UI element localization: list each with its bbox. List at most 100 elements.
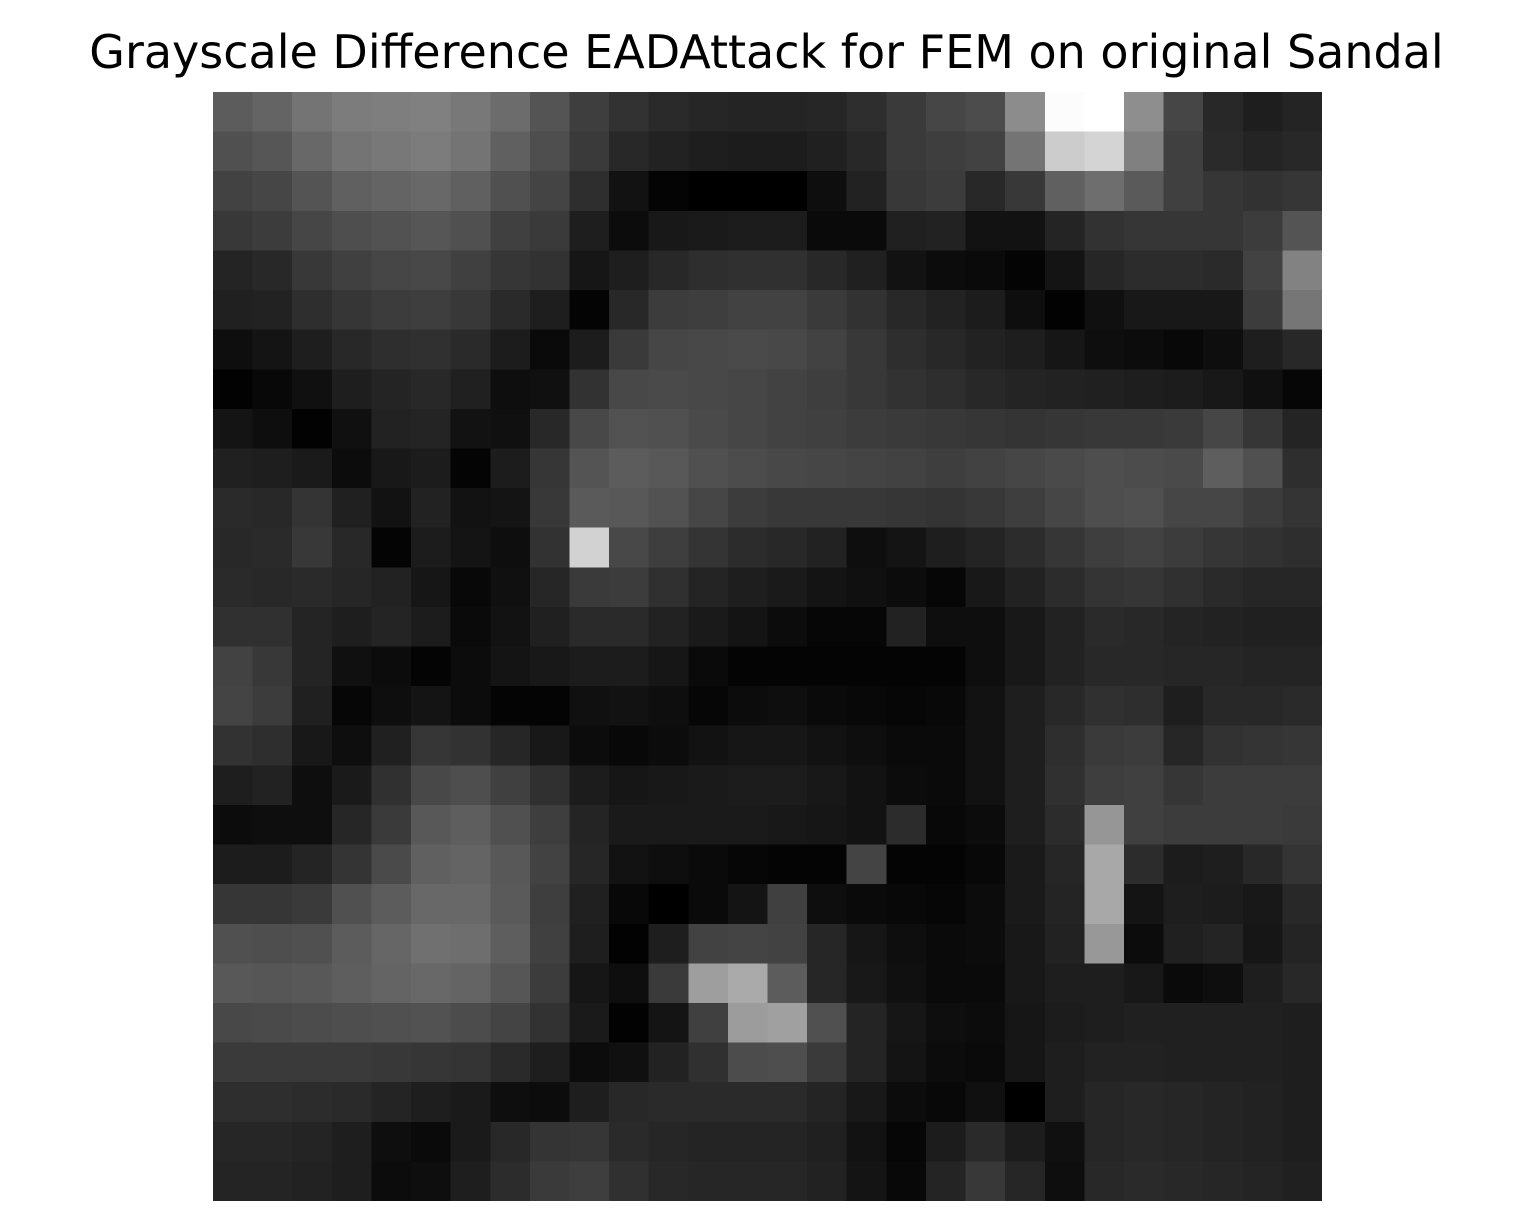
heatmap-cell-r18-c10	[609, 804, 650, 846]
heatmap-cell-r2-c14	[767, 171, 808, 212]
heatmap-cell-r2-c12	[688, 171, 729, 212]
heatmap-cell-r26-c4	[371, 1121, 412, 1162]
heatmap-cell-r11-c24	[1163, 527, 1204, 568]
heatmap-cell-r8-c3	[331, 408, 373, 450]
heatmap-cell-r8-c26	[1242, 408, 1283, 450]
heatmap-cell-r15-c10	[609, 686, 650, 727]
heatmap-cell-r12-c14	[767, 567, 808, 608]
heatmap-cell-r11-c21	[1044, 527, 1085, 568]
heatmap-cell-r7-c19	[965, 369, 1006, 410]
heatmap-cell-r22-c26	[1242, 963, 1283, 1004]
heatmap-cell-r21-c25	[1203, 923, 1244, 964]
heatmap-cell-r22-c12	[688, 963, 729, 1004]
heatmap-cell-r25-c16	[846, 1082, 887, 1123]
heatmap-cell-r6-c6	[450, 329, 491, 370]
heatmap-cell-r1-c21	[1044, 131, 1085, 172]
heatmap-cell-r5-c24	[1163, 290, 1204, 331]
heatmap-cell-r14-c12	[688, 646, 729, 687]
heatmap-cell-r8-c25	[1203, 408, 1244, 450]
heatmap-cell-r22-c3	[331, 963, 373, 1004]
heatmap-cell-r14-c2	[292, 646, 333, 687]
heatmap-cell-r2-c15	[807, 171, 848, 212]
heatmap-cell-r20-c23	[1123, 884, 1165, 925]
heatmap-cell-r18-c20	[1005, 804, 1046, 846]
heatmap-cell-r1-c17	[886, 131, 927, 172]
heatmap-cell-r16-c4	[371, 725, 412, 766]
heatmap-cell-r27-c17	[886, 1161, 927, 1201]
heatmap-cell-r16-c0	[213, 725, 254, 766]
heatmap-cell-r8-c11	[648, 408, 689, 450]
heatmap-cell-r3-c22	[1084, 210, 1125, 252]
heatmap-cell-r24-c6	[450, 1042, 491, 1083]
heatmap-cell-r6-c0	[213, 329, 254, 370]
heatmap-cell-r21-c5	[411, 923, 452, 964]
heatmap-cell-r18-c16	[846, 804, 887, 846]
heatmap-cell-r7-c21	[1044, 369, 1085, 410]
heatmap-cell-r17-c17	[886, 765, 927, 806]
heatmap-cell-r20-c8	[529, 884, 571, 925]
heatmap-cell-r0-c25	[1203, 92, 1244, 133]
heatmap-cell-r12-c22	[1084, 567, 1125, 608]
heatmap-cell-r22-c9	[569, 963, 610, 1004]
heatmap-cell-r14-c27	[1282, 646, 1322, 687]
heatmap-cell-r13-c4	[371, 606, 412, 648]
heatmap-cell-r2-c8	[529, 171, 571, 212]
heatmap-cell-r19-c15	[807, 844, 848, 885]
heatmap-cell-r10-c7	[490, 488, 531, 529]
heatmap-cell-r21-c15	[807, 923, 848, 964]
heatmap-cell-r7-c15	[807, 369, 848, 410]
heatmap-cell-r4-c7	[490, 250, 531, 291]
heatmap-cell-r19-c18	[925, 844, 967, 885]
heatmap-cell-r11-c26	[1242, 527, 1283, 568]
heatmap-cell-r21-c19	[965, 923, 1006, 964]
heatmap-cell-r27-c13	[727, 1161, 769, 1201]
heatmap-cell-r7-c5	[411, 369, 452, 410]
heatmap-cell-r15-c1	[252, 686, 293, 727]
heatmap-cell-r11-c23	[1123, 527, 1165, 568]
heatmap-cell-r25-c6	[450, 1082, 491, 1123]
heatmap-cell-r12-c18	[925, 567, 967, 608]
heatmap-cell-r16-c7	[490, 725, 531, 766]
heatmap-cell-r9-c25	[1203, 448, 1244, 489]
heatmap-cell-r22-c24	[1163, 963, 1204, 1004]
heatmap-cell-r1-c26	[1242, 131, 1283, 172]
heatmap-cell-r12-c1	[252, 567, 293, 608]
heatmap-cell-r1-c13	[727, 131, 769, 172]
heatmap-cell-r2-c18	[925, 171, 967, 212]
heatmap-cell-r1-c1	[252, 131, 293, 172]
heatmap-cell-r25-c26	[1242, 1082, 1283, 1123]
heatmap-cell-r26-c25	[1203, 1121, 1244, 1162]
heatmap-cell-r0-c7	[490, 92, 531, 133]
heatmap-cell-r26-c7	[490, 1121, 531, 1162]
heatmap-cell-r27-c19	[965, 1161, 1006, 1201]
heatmap-cell-r18-c13	[727, 804, 769, 846]
heatmap-cell-r12-c17	[886, 567, 927, 608]
heatmap-cell-r5-c7	[490, 290, 531, 331]
heatmap-cell-r9-c2	[292, 448, 333, 489]
heatmap-cell-r26-c22	[1084, 1121, 1125, 1162]
heatmap-cell-r26-c11	[648, 1121, 689, 1162]
heatmap-cell-r14-c26	[1242, 646, 1283, 687]
heatmap-cell-r25-c10	[609, 1082, 650, 1123]
heatmap-cell-r11-c3	[331, 527, 373, 568]
heatmap-cell-r5-c27	[1282, 290, 1322, 331]
heatmap-cell-r25-c0	[213, 1082, 254, 1123]
heatmap-cell-r17-c22	[1084, 765, 1125, 806]
heatmap-cell-r5-c4	[371, 290, 412, 331]
heatmap-cell-r26-c27	[1282, 1121, 1322, 1162]
heatmap-cell-r0-c5	[411, 92, 452, 133]
heatmap-cell-r0-c26	[1242, 92, 1283, 133]
heatmap-cell-r23-c7	[490, 1002, 531, 1044]
heatmap-cell-r8-c20	[1005, 408, 1046, 450]
heatmap-cell-r24-c23	[1123, 1042, 1165, 1083]
heatmap-cell-r14-c19	[965, 646, 1006, 687]
heatmap-cell-r13-c3	[331, 606, 373, 648]
heatmap-cell-r10-c18	[925, 488, 967, 529]
heatmap-cell-r21-c27	[1282, 923, 1322, 964]
heatmap-cell-r10-c23	[1123, 488, 1165, 529]
heatmap-cell-r9-c26	[1242, 448, 1283, 489]
heatmap-cell-r9-c1	[252, 448, 293, 489]
heatmap-cell-r8-c7	[490, 408, 531, 450]
heatmap-cell-r2-c4	[371, 171, 412, 212]
heatmap-cell-r7-c12	[688, 369, 729, 410]
